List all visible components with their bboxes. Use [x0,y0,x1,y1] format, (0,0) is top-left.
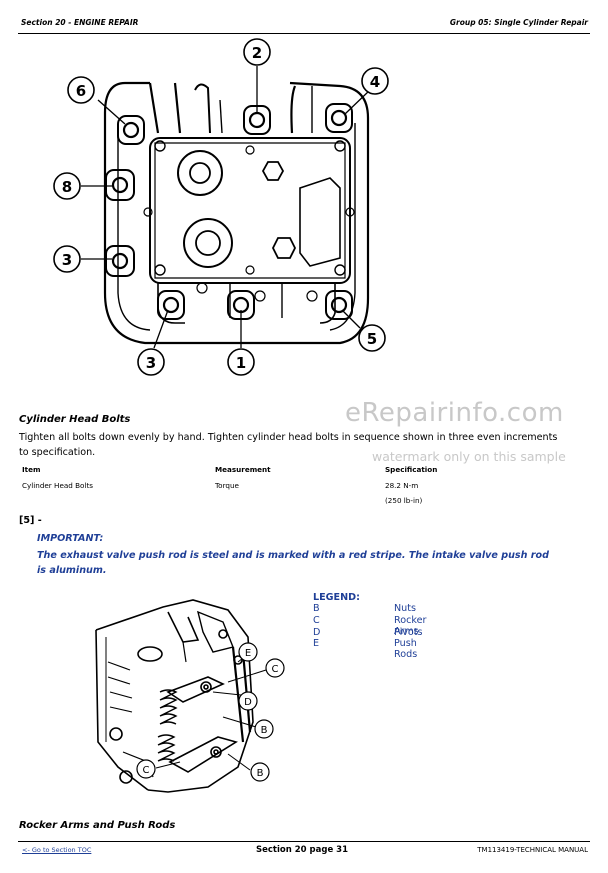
callout-label: 2 [252,44,262,62]
callout-label: B [257,768,264,779]
legend-key: D [313,626,321,638]
section-title-head-bolts: Cylinder Head Bolts [19,414,131,425]
legend-row: C Rocker Arms [313,614,426,637]
watermark-note: watermark only on this sample [372,449,566,464]
section-title-rocker-arms: Rocker Arms and Push Rods [19,820,176,831]
cell-item: Cylinder Head Bolts [22,481,94,490]
callout-label: B [261,725,268,736]
watermark-site: eRepairinfo.com [345,398,564,428]
page-header: Section 20 - ENGINE REPAIR Group 05: Sin… [18,14,590,34]
legend-key: C [313,614,320,626]
callout-label: 5 [367,330,377,348]
legend-row: B Nuts [313,603,416,615]
go-to-section-toc-link[interactable]: <- Go to Section TOC [22,846,92,854]
cell-spec-imperial: (250 lb-in) [385,496,423,505]
important-label: IMPORTANT: [37,533,104,544]
callout-label: 6 [76,82,86,100]
legend-value: Rocker Arms [394,614,427,637]
header-group: Group 05: Single Cylinder Repair [449,18,588,27]
legend-value: Nuts [394,603,417,614]
callout-label: C [272,664,279,675]
legend-key: E [313,638,320,650]
column-header-item: Item [22,465,41,474]
legend-value: Pivots [394,626,423,638]
callout-label: 8 [62,178,72,196]
legend-row: E Push Rods [313,638,417,660]
important-text: The exhaust valve push rod is steel and … [37,550,550,576]
column-header-specification: Specification [385,465,438,474]
instruction-text: Tighten all bolts down evenly by hand. T… [19,432,558,458]
cylinder-head-diagram: 2 4 6 8 3 3 1 5 [53,38,389,376]
rocker-arm-diagram: E C D B C B [95,599,285,793]
cell-spec-metric: 28.2 N-m [385,481,419,490]
legend-value: Push Rods [394,638,418,661]
legend: LEGEND: B Nuts C Rocker Arms D Pivots E … [313,592,426,660]
manual-id: TM113419-TECHNICAL MANUAL [477,846,588,854]
callout-label: D [244,697,252,708]
callout-label: 3 [146,354,156,372]
legend-title: LEGEND: [313,592,360,603]
callout-label: 4 [370,73,380,91]
page-number: Section 20 page 31 [256,845,348,855]
callout-label: E [245,648,251,659]
legend-key: B [313,603,320,614]
column-header-measurement: Measurement [215,465,271,474]
callout-label: 3 [62,251,72,269]
legend-row: D Pivots [313,626,423,639]
callout-label: 1 [236,354,246,372]
header-section: Section 20 - ENGINE REPAIR [21,18,139,27]
callout-label: C [143,765,150,776]
cell-measurement: Torque [215,481,239,490]
step-number: [5] - [19,515,42,526]
footer-divider [18,841,590,842]
